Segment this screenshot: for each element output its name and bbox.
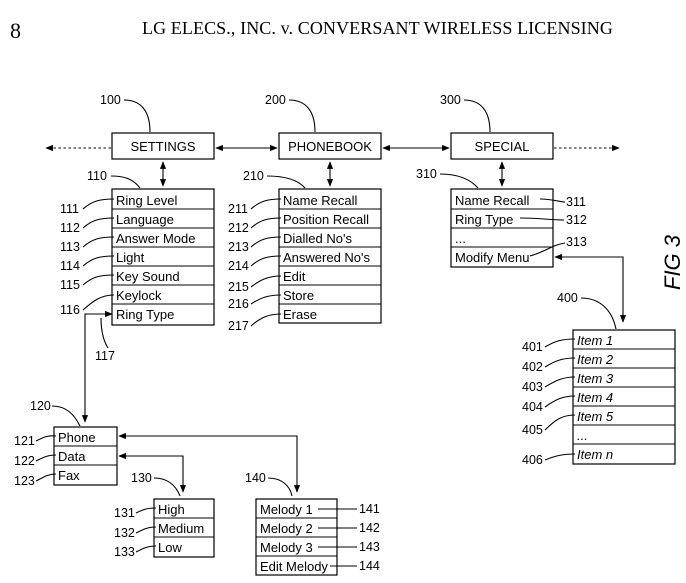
ref-115: 115 [60, 278, 80, 292]
ref-100: 100 [100, 93, 121, 107]
ref-121: 121 [14, 434, 35, 448]
ref-123: 123 [14, 474, 35, 488]
phonebook-label: PHONEBOOK [288, 139, 372, 154]
special-item-modify-menu[interactable]: Modify Menu [455, 250, 529, 265]
settings-item-answer-mode[interactable]: Answer Mode [116, 231, 195, 246]
ref-216: 216 [228, 297, 249, 311]
settings-item-ring-level[interactable]: Ring Level [116, 193, 178, 208]
ref-211: 211 [228, 202, 248, 216]
phonebook-menu-box[interactable]: PHONEBOOK [279, 133, 381, 159]
leader-117 [101, 318, 108, 348]
settings-menu-box[interactable]: SETTINGS [112, 133, 214, 159]
leader-140 [268, 478, 292, 496]
melody-2[interactable]: Melody 2 [260, 521, 313, 536]
ref-144: 144 [359, 559, 380, 573]
item-3[interactable]: Item 3 [577, 371, 614, 386]
ref-132: 132 [114, 526, 135, 540]
ref-117: 117 [95, 349, 115, 363]
item-n[interactable]: Item n [577, 447, 613, 462]
ref-403: 403 [522, 380, 543, 394]
ref-213: 213 [228, 240, 249, 254]
item-5[interactable]: Item 5 [577, 409, 614, 424]
leader-400 [581, 298, 616, 329]
leader-210 [267, 176, 305, 188]
item-ellipsis: ... [577, 428, 588, 443]
ref-311: 311 [566, 195, 586, 209]
ref-404: 404 [522, 400, 543, 414]
ref-110: 110 [87, 169, 107, 183]
settings-item-key-sound[interactable]: Key Sound [116, 269, 180, 284]
ref-120: 120 [30, 399, 51, 413]
ref-143: 143 [359, 540, 380, 554]
ref-122: 122 [14, 454, 35, 468]
ref-130: 130 [131, 471, 152, 485]
leader-120 [52, 406, 80, 426]
ref-212: 212 [228, 221, 249, 235]
ref-140: 140 [245, 471, 266, 485]
leader-100 [124, 100, 150, 132]
item-1[interactable]: Item 1 [577, 333, 613, 348]
phonebook-item-erase[interactable]: Erase [283, 307, 317, 322]
ref-406: 406 [522, 453, 543, 467]
special-item-name-recall[interactable]: Name Recall [455, 193, 530, 208]
ref-300: 300 [440, 93, 461, 107]
settings-item-keylock[interactable]: Keylock [116, 288, 162, 303]
level-high[interactable]: High [158, 502, 185, 517]
ref-113: 113 [60, 240, 80, 254]
melody-1[interactable]: Melody 1 [260, 502, 313, 517]
leader-130 [154, 478, 180, 496]
leader-300 [464, 100, 490, 132]
modify-menu-link-arrow [555, 257, 623, 322]
melody-3[interactable]: Melody 3 [260, 540, 313, 555]
phonebook-item-dialled[interactable]: Dialled No's [283, 231, 352, 246]
ref-210: 210 [243, 169, 264, 183]
special-menu-box[interactable]: SPECIAL [451, 133, 553, 159]
ref-133: 133 [114, 545, 135, 559]
ref-200: 200 [265, 93, 286, 107]
phonebook-item-position-recall[interactable]: Position Recall [283, 212, 369, 227]
ref-112: 112 [60, 221, 80, 235]
leader-200 [289, 100, 315, 132]
phonebook-item-name-recall[interactable]: Name Recall [283, 193, 358, 208]
settings-item-light[interactable]: Light [116, 250, 145, 265]
melody-edit[interactable]: Edit Melody [260, 559, 328, 574]
ref-402: 402 [522, 360, 543, 374]
ref-312: 312 [566, 213, 587, 227]
ref-131: 131 [114, 506, 135, 520]
ref-111: 111 [60, 202, 79, 216]
special-item-ellipsis: ... [455, 231, 466, 246]
ref-405: 405 [522, 423, 543, 437]
ring-type-phone[interactable]: Phone [58, 430, 96, 445]
phonebook-item-edit[interactable]: Edit [283, 269, 306, 284]
ring-type-data[interactable]: Data [58, 449, 86, 464]
item-4[interactable]: Item 4 [577, 390, 613, 405]
ref-116: 116 [60, 303, 80, 317]
level-low[interactable]: Low [158, 540, 182, 555]
ring-type-link-arrow [85, 314, 112, 422]
settings-item-language[interactable]: Language [116, 212, 174, 227]
special-item-ring-type[interactable]: Ring Type [455, 212, 513, 227]
level-medium[interactable]: Medium [158, 521, 204, 536]
leader-310 [440, 174, 478, 188]
ref-313: 313 [566, 235, 587, 249]
ring-type-fax[interactable]: Fax [58, 468, 80, 483]
ref-142: 142 [359, 521, 380, 535]
ref-214: 214 [228, 259, 249, 273]
ref-401: 401 [522, 340, 543, 354]
ref-114: 114 [60, 259, 80, 273]
ref-310: 310 [416, 167, 437, 181]
ref-400: 400 [557, 291, 578, 305]
ref-141: 141 [359, 502, 380, 516]
settings-item-ring-type[interactable]: Ring Type [116, 307, 174, 322]
ref-215: 215 [228, 280, 249, 294]
special-label: SPECIAL [475, 139, 530, 154]
ref-217: 217 [228, 319, 249, 333]
figure-label: FIG 3 [660, 234, 685, 290]
settings-label: SETTINGS [130, 139, 195, 154]
item-2[interactable]: Item 2 [577, 352, 614, 367]
phonebook-item-store[interactable]: Store [283, 288, 314, 303]
leader-110 [111, 176, 140, 188]
phonebook-item-answered[interactable]: Answered No's [283, 250, 371, 265]
